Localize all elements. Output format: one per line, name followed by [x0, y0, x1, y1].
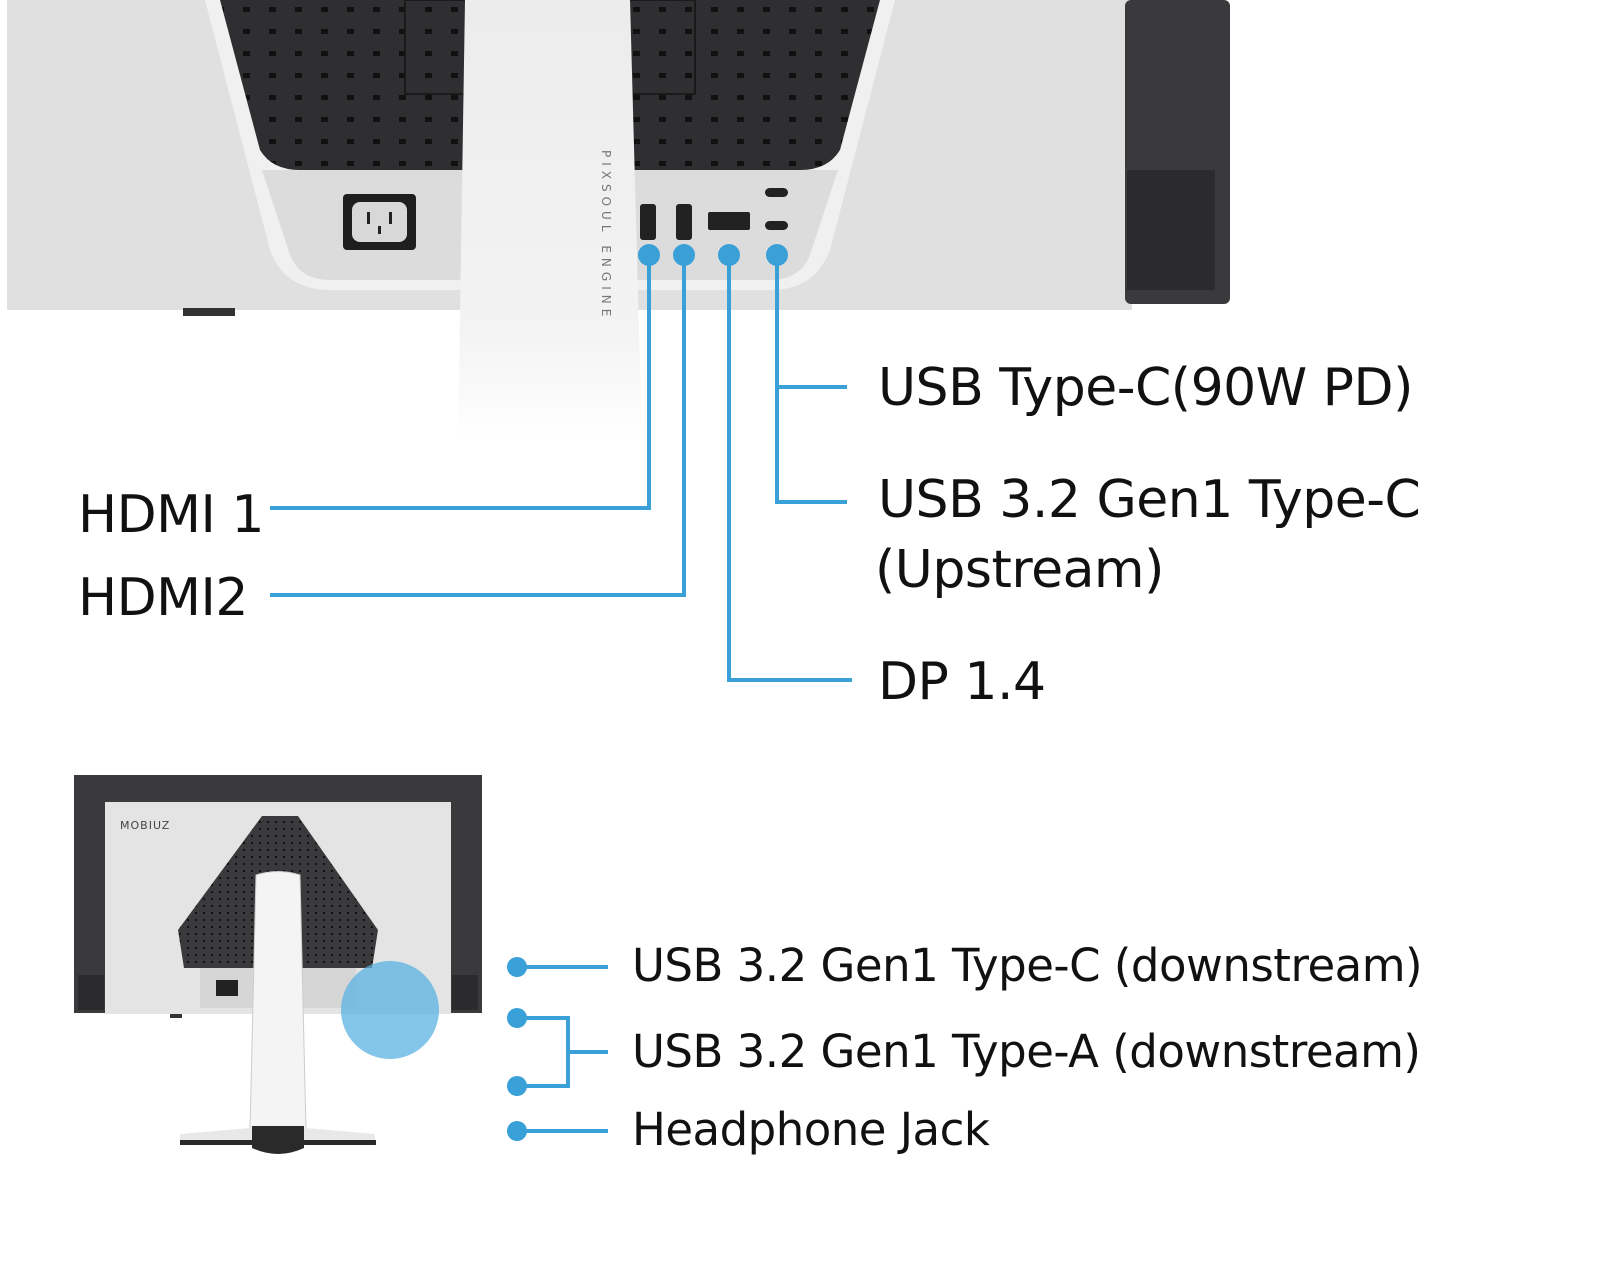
label-hdmi2: HDMI2 [78, 568, 248, 628]
hdmi1-callout-line [270, 255, 651, 510]
hdmi2-port-icon [676, 204, 692, 240]
hdmi2-dot [673, 244, 695, 266]
brand-text: MOBIUZ [120, 819, 170, 832]
typec-down-dot [507, 957, 527, 977]
legend-lines [517, 965, 608, 1133]
typea-down-dot-1 [507, 1008, 527, 1028]
label-usbc-upstream-line2: (Upstream) [875, 540, 1164, 600]
label-hdmi1: HDMI 1 [78, 485, 264, 545]
dp-port-icon [708, 212, 750, 230]
label-typea-downstream: USB 3.2 Gen1 Type-A (downstream) [632, 1025, 1421, 1078]
hdmi1-port-icon [640, 204, 656, 240]
usbc-upstream-port-icon [765, 221, 788, 230]
usbc-pd-port-icon [765, 188, 788, 197]
highlight-circle [341, 961, 439, 1059]
callout-lines [270, 255, 852, 682]
stand-text: PIXSOUL ENGINE [599, 150, 613, 321]
usbc-dot [766, 244, 788, 266]
typea-down-dot-2 [507, 1076, 527, 1096]
hdmi2-callout-line [270, 255, 686, 597]
label-usbc-upstream-line1: USB 3.2 Gen1 Type-C [878, 470, 1421, 530]
dp-dot [718, 244, 740, 266]
stand-neck [458, 0, 642, 440]
label-headphone-jack: Headphone Jack [632, 1103, 990, 1156]
dp-callout-line [727, 255, 852, 682]
label-typec-downstream: USB 3.2 Gen1 Type-C (downstream) [632, 939, 1423, 992]
label-usbc-pd: USB Type-C(90W PD) [878, 358, 1413, 418]
monitor-thumbnail: MOBIUZ [74, 775, 482, 1154]
label-dp: DP 1.4 [878, 652, 1046, 712]
usbc-callout-line [775, 255, 847, 504]
headphone-dot [507, 1121, 527, 1141]
hdmi1-dot [638, 244, 660, 266]
